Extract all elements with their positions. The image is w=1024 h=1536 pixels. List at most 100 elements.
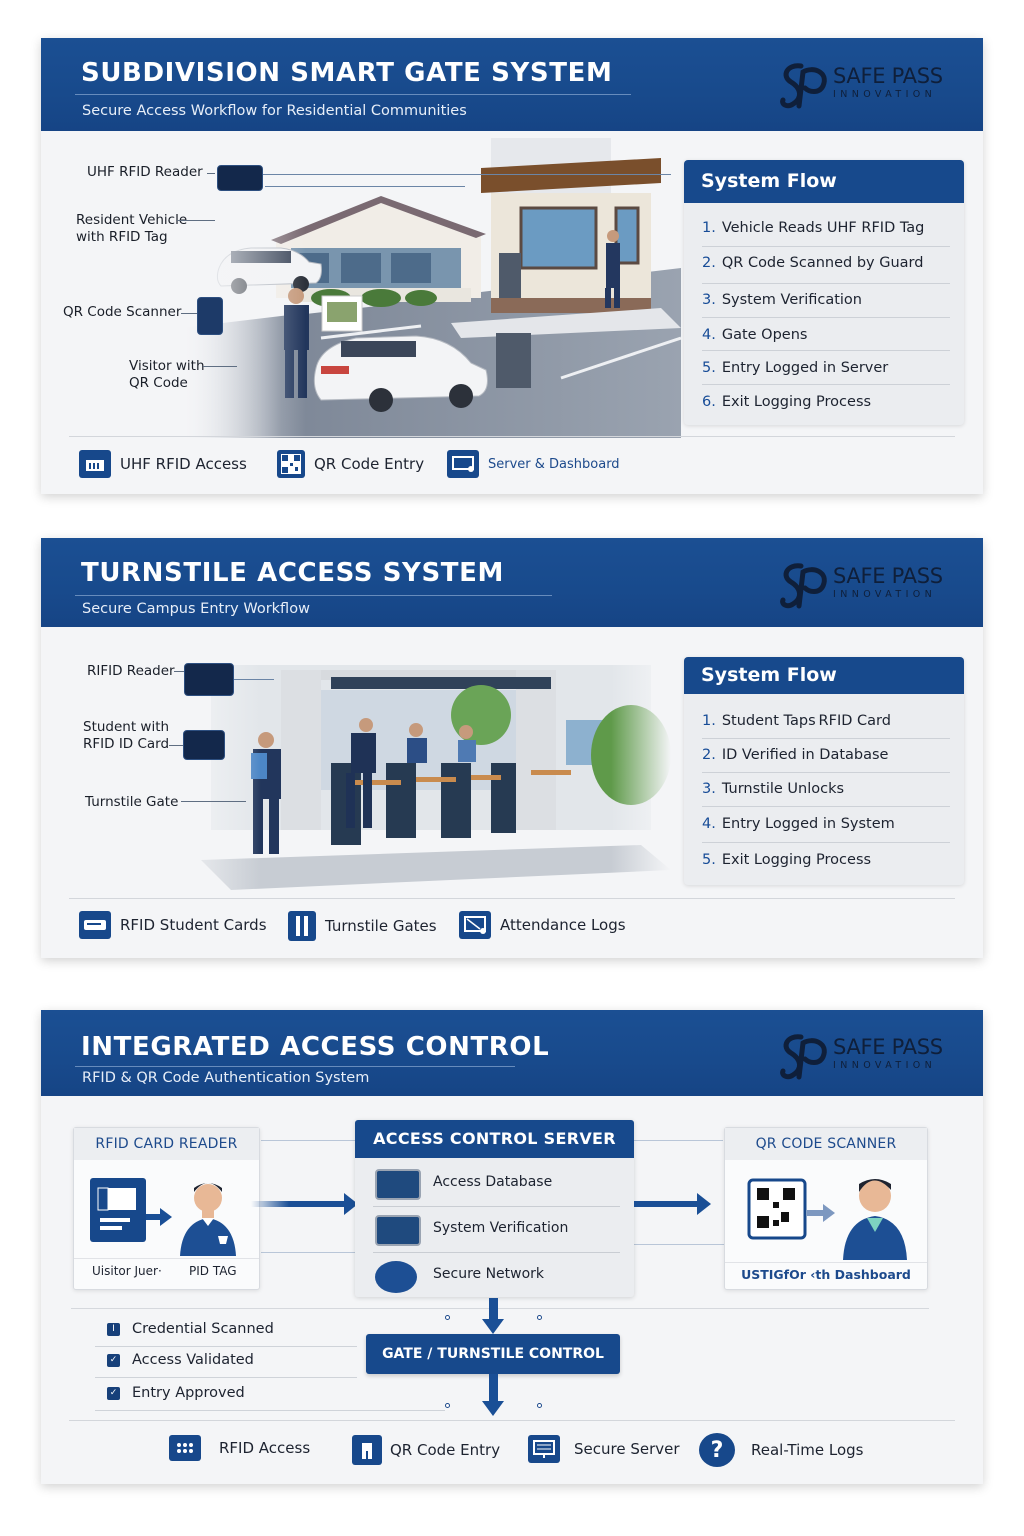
divider xyxy=(702,246,950,247)
step-label: Entry Logged in System xyxy=(721,816,895,832)
qr-scanner-device-icon xyxy=(197,297,223,335)
flow-step: 2.QR Code Scanned by Guard xyxy=(702,255,950,271)
callout-line-2: with RFID Tag xyxy=(76,229,168,245)
panel-title: INTEGRATED ACCESS CONTROL xyxy=(81,1032,550,1062)
feature-label: Attendance Logs xyxy=(500,916,626,934)
flow-step: 5.Exit Logging Process xyxy=(702,852,950,868)
status-check-icon: ✓ xyxy=(107,1353,120,1367)
panel-header: TURNSTILE ACCESS SYSTEM Secure Campus En… xyxy=(41,538,983,627)
step-number: 4. xyxy=(702,327,716,343)
divider xyxy=(702,317,950,318)
feature-label: Secure Server xyxy=(574,1440,680,1458)
sp-monogram-icon xyxy=(780,563,827,609)
feature-label: Turnstile Gates xyxy=(325,917,437,935)
database-icon xyxy=(375,1169,421,1200)
checklist-label: Access Validated xyxy=(132,1352,254,1368)
feature-label: QR Code Entry xyxy=(314,455,425,473)
verification-icon xyxy=(375,1215,421,1246)
flow-step: 3.Turnstile Unlocks xyxy=(702,781,950,797)
callout-line-2: QR Code xyxy=(129,375,188,391)
system-flow-title: System Flow xyxy=(684,657,964,694)
callout-leader xyxy=(177,220,215,221)
step-label: System Verification xyxy=(721,292,862,308)
arrow-right xyxy=(634,1193,711,1215)
divider xyxy=(95,1377,357,1378)
checklist-label: Entry Approved xyxy=(132,1385,245,1401)
server-title: ACCESS CONTROL SERVER xyxy=(355,1120,634,1158)
sp-monogram-icon xyxy=(780,63,827,109)
server-icon xyxy=(528,1435,560,1463)
divider xyxy=(702,283,950,284)
status-check-icon: I xyxy=(107,1322,120,1336)
rfid-reader-icon xyxy=(79,450,111,478)
arrow-down xyxy=(482,1374,504,1416)
step-number: 5. xyxy=(702,852,716,868)
step-number: 2. xyxy=(702,747,716,763)
checklist-item: ✓ Entry Approved xyxy=(107,1385,245,1401)
connector-dot xyxy=(537,1315,542,1320)
gatehouse-illustration xyxy=(181,138,681,438)
step-number: 3. xyxy=(702,292,716,308)
rfid-left-caption: Uisitor Juer· xyxy=(92,1264,162,1278)
box-title: RFID CARD READER xyxy=(74,1128,259,1160)
flow-step: 1. Student Taps RFID Card xyxy=(702,713,950,729)
callout-leader xyxy=(181,313,197,314)
help-icon: ? xyxy=(699,1433,735,1467)
callout-leader xyxy=(234,679,274,680)
checklist-item: I Credential Scanned xyxy=(107,1321,274,1337)
panel-header: INTEGRATED ACCESS CONTROL RFID & QR Code… xyxy=(41,1010,983,1096)
gate-turnstile-control-button[interactable]: GATE / TURNSTILE CONTROL xyxy=(366,1334,620,1374)
turnstile-illustration xyxy=(171,655,671,895)
row-label: System Verification xyxy=(433,1220,569,1236)
status-check-icon: ✓ xyxy=(107,1386,120,1400)
feature-label: RFID Student Cards xyxy=(120,916,267,934)
callout-line-1: Resident Vehicle xyxy=(76,212,188,228)
divider xyxy=(702,384,950,385)
uhf-rfid-reader-icon xyxy=(217,165,263,191)
qr-scanner-illustration-icon xyxy=(747,1178,907,1260)
step-number: 5. xyxy=(702,360,716,376)
connector-line xyxy=(633,1244,733,1245)
divider xyxy=(725,1262,927,1263)
divider xyxy=(702,806,950,807)
feature-turnstile-gates: Turnstile Gates xyxy=(288,911,437,941)
access-control-server-card: ACCESS CONTROL SERVER Access Database Sy… xyxy=(355,1120,634,1297)
step-label: QR Code Scanned by Guard xyxy=(721,255,924,271)
callout-resident-vehicle: Resident Vehicle with RFID Tag xyxy=(76,212,187,246)
panel-subtitle: RFID & QR Code Authentication System xyxy=(82,1070,370,1086)
step-number: 1. xyxy=(702,220,716,236)
divider xyxy=(373,1206,620,1207)
divider xyxy=(702,738,950,739)
callout-leader xyxy=(263,174,671,175)
divider xyxy=(702,842,950,843)
feature-qr-code-entry: QR Code Entry xyxy=(352,1435,500,1465)
sp-monogram-icon xyxy=(780,1034,827,1080)
callout-uhf-rfid-reader: UHF RFID Reader xyxy=(87,164,203,180)
rfid-reader-device-icon xyxy=(184,663,234,696)
feature-label: RFID Access xyxy=(219,1439,311,1457)
rfid-card-reader-box: RFID CARD READER Uisitor Juer· PID TAG xyxy=(73,1127,260,1290)
callout-leader xyxy=(181,801,246,802)
logo-name: SAFE PASS xyxy=(833,564,943,588)
logo-name: SAFE PASS xyxy=(833,1035,943,1059)
flow-step: 3. System Verification xyxy=(702,292,950,308)
features-divider xyxy=(69,898,955,899)
feature-uhf-rfid-access: UHF RFID Access xyxy=(79,450,247,478)
title-divider xyxy=(75,595,552,596)
panel-subtitle: Secure Campus Entry Workflow xyxy=(82,601,310,617)
features-divider xyxy=(69,1420,955,1421)
callout-leader xyxy=(169,745,183,746)
safe-pass-logo: SAFE PASS INNOVATION xyxy=(775,58,951,114)
rfid-right-caption: PID TAG xyxy=(189,1264,237,1278)
step-label: Student Taps RFID Card xyxy=(721,713,891,729)
gate-scene-illustration xyxy=(181,138,681,438)
id-card-icon xyxy=(79,911,111,939)
checklist-item: ✓ Access Validated xyxy=(107,1352,254,1368)
connector-line xyxy=(71,1308,929,1309)
feature-rfid-student-cards: RFID Student Cards xyxy=(79,911,267,939)
step-number: 1. xyxy=(702,713,716,729)
flow-step: 4.Gate Opens xyxy=(702,327,950,343)
feature-real-time-logs: ? Real-Time Logs xyxy=(699,1433,863,1467)
divider xyxy=(74,1258,259,1259)
flow-step: 2.ID Verified in Database xyxy=(702,747,950,763)
